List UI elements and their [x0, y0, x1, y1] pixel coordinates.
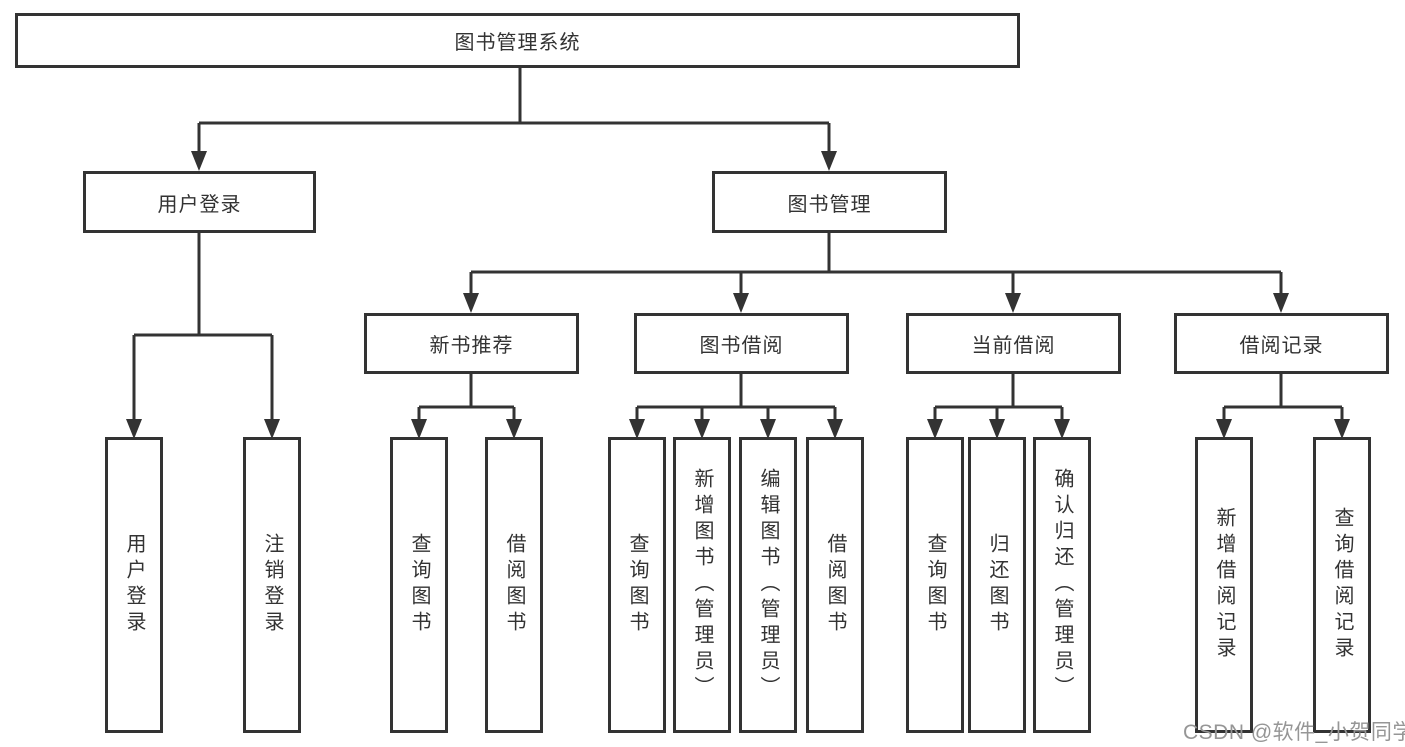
node-book-management-label: 图书管理 [787, 193, 872, 216]
leaf-query-books-current: 查询图书 [906, 437, 964, 733]
leaf-add-books-admin: 新增图书（管理员） [673, 437, 731, 733]
leaf-edit-books-admin: 编辑图书（管理员） [739, 437, 797, 733]
leaf-logout-login-label: 注销登录 [261, 533, 283, 637]
node-new-book-recommendation-label: 新书推荐 [429, 335, 514, 357]
leaf-confirm-return-admin: 确认归还（管理员） [1033, 437, 1091, 733]
node-current-borrowing-label: 当前借阅 [971, 335, 1056, 357]
node-borrowing-records-label: 借阅记录 [1239, 335, 1324, 357]
connector-lines [132, 68, 1344, 421]
leaf-query-books-recommend-label: 查询图书 [408, 533, 430, 637]
node-book-borrowing-label: 图书借阅 [699, 335, 784, 357]
leaf-add-borrow-record: 新增借阅记录 [1195, 437, 1253, 733]
node-new-book-recommendation: 新书推荐 [364, 313, 579, 374]
leaf-add-borrow-record-label: 新增借阅记录 [1213, 507, 1235, 663]
node-root: 图书管理系统 [15, 13, 1020, 68]
leaf-add-books-admin-label: 新增图书（管理员） [691, 468, 713, 702]
node-user-login-label: 用户登录 [157, 193, 242, 216]
leaf-query-books-recommend: 查询图书 [390, 437, 448, 733]
leaf-logout-login: 注销登录 [243, 437, 301, 733]
leaf-borrow-books-recommend-label: 借阅图书 [503, 533, 525, 637]
node-current-borrowing: 当前借阅 [906, 313, 1121, 374]
leaf-borrow-books: 借阅图书 [806, 437, 864, 733]
arrowhead-icons [126, 151, 1350, 439]
node-borrowing-records: 借阅记录 [1174, 313, 1389, 374]
csdn-watermark: CSDN @软件_小贺同学 [1183, 721, 1405, 744]
node-book-borrowing: 图书借阅 [634, 313, 849, 374]
leaf-return-books-label: 归还图书 [986, 533, 1008, 637]
node-book-management: 图书管理 [712, 171, 947, 233]
leaf-borrow-books-recommend: 借阅图书 [485, 437, 543, 733]
leaf-query-borrow-record: 查询借阅记录 [1313, 437, 1371, 733]
leaf-return-books: 归还图书 [968, 437, 1026, 733]
leaf-user-login-label: 用户登录 [123, 533, 145, 637]
leaf-edit-books-admin-label: 编辑图书（管理员） [757, 468, 779, 702]
node-user-login: 用户登录 [83, 171, 316, 233]
leaf-query-borrow-record-label: 查询借阅记录 [1331, 507, 1353, 663]
leaf-borrow-books-label: 借阅图书 [824, 533, 846, 637]
leaf-query-books-borrow-label: 查询图书 [626, 533, 648, 637]
leaf-confirm-return-admin-label: 确认归还（管理员） [1051, 468, 1073, 702]
leaf-query-books-current-label: 查询图书 [924, 533, 946, 637]
leaf-user-login: 用户登录 [105, 437, 163, 733]
leaf-query-books-borrow: 查询图书 [608, 437, 666, 733]
node-root-label: 图书管理系统 [454, 32, 581, 54]
